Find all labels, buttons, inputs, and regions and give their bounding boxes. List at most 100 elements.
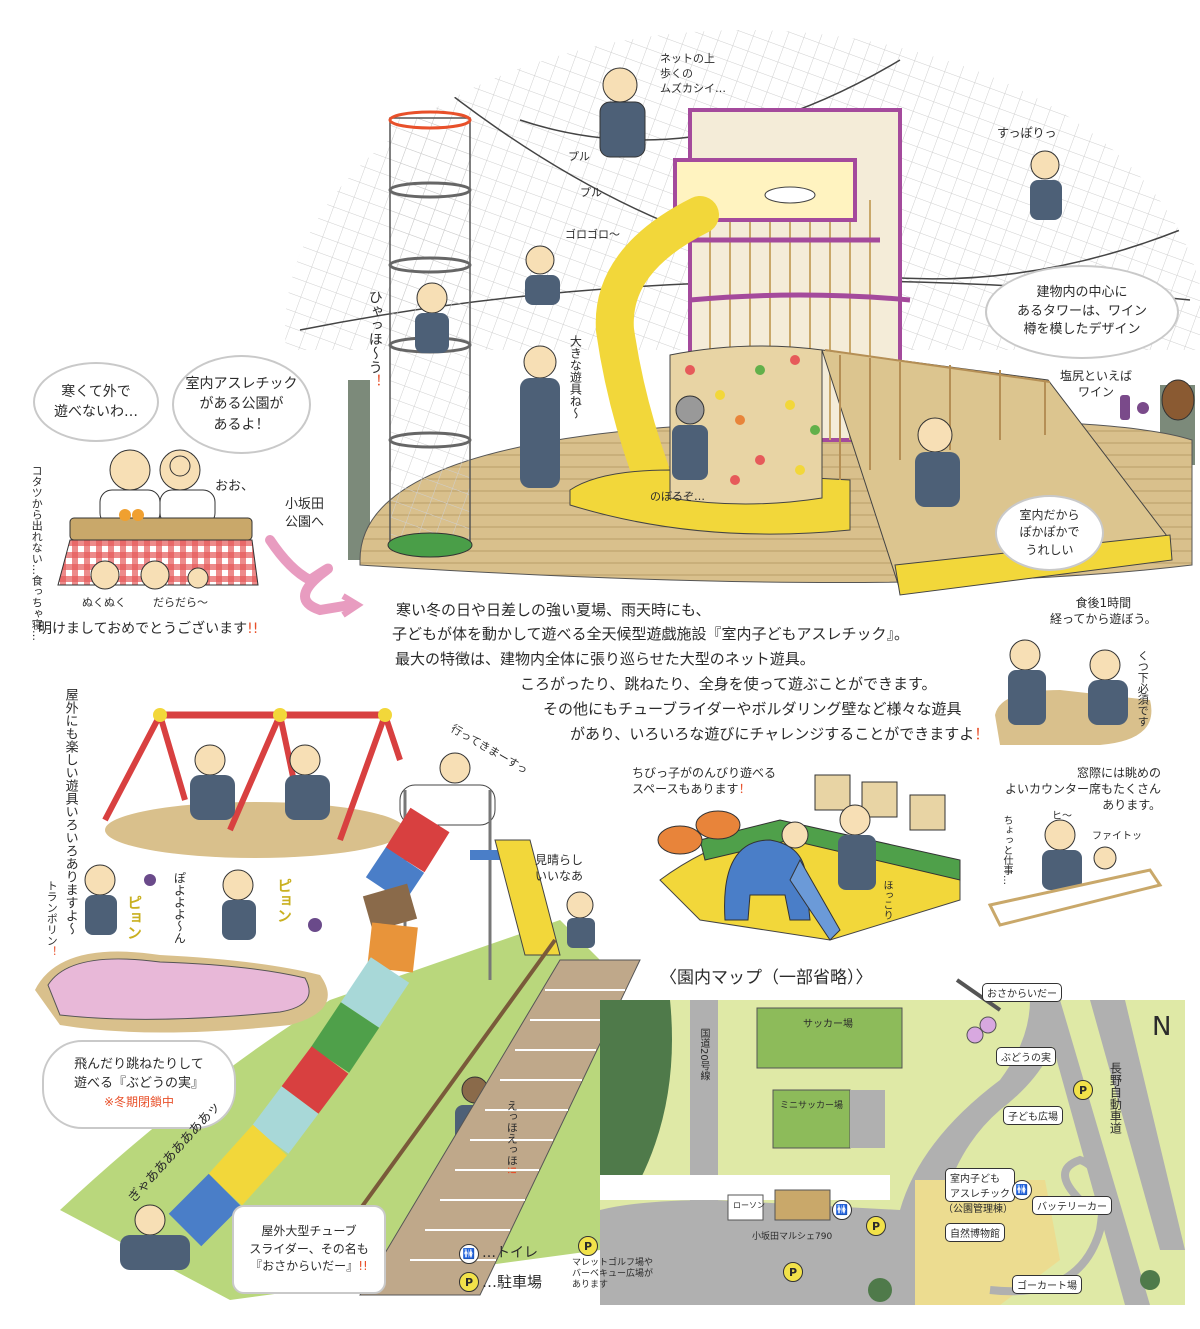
toilet-legend-label: …トイレ bbox=[482, 1245, 538, 1261]
fight-caption: ファイトッ bbox=[1092, 831, 1142, 842]
daradara-caption: だらだら〜 bbox=[153, 596, 208, 609]
wine-decoration-icon bbox=[1120, 379, 1195, 421]
exclamation-mark: ！ bbox=[738, 782, 751, 797]
parking-icon: P bbox=[459, 1272, 479, 1292]
description-line: 子どもが体を動かして遊べる全天候型遊戯施設『室内子どもアスレチック』。 bbox=[392, 625, 910, 643]
map-label-battery-car: バッテリーカー bbox=[1032, 1196, 1112, 1215]
map-label-marche: 小坂田マルシェ790 bbox=[752, 1232, 833, 1242]
description-line: 最大の特徴は、建物内全体に張り巡らせた大型のネット遊具。 bbox=[395, 650, 815, 668]
after-meal-caption: 食後1時間 経ってから遊ぼう。 bbox=[1050, 596, 1157, 627]
counter-table bbox=[987, 868, 1163, 927]
noboru-caption: のぼるぞ… bbox=[650, 490, 705, 503]
speech-bubble-slider: 屋外大型チューブ スライダー、その名も 『おさからいだー』!! bbox=[232, 1205, 386, 1294]
speech-bubble-warm: 室内だから ぽかぽかで うれしい bbox=[995, 495, 1104, 571]
socks-caption: くつ下必須です bbox=[1136, 650, 1150, 727]
kids-corner bbox=[657, 774, 961, 941]
kids-space-text: ちびっ子がのんびり遊べる スペースもあります bbox=[632, 766, 777, 797]
big-equipment-caption: 大きな遊具ね〜 bbox=[568, 335, 583, 419]
map-label-gokart: ゴーカート場 bbox=[1012, 1275, 1082, 1294]
hokkori-caption: ほっこり bbox=[881, 880, 892, 920]
gorogoro-sfx: ゴロゴロ〜 bbox=[565, 228, 620, 241]
exclamation-mark: !! bbox=[505, 1166, 519, 1175]
toilet-icon: 🚻 bbox=[1012, 1180, 1032, 1200]
hyahho-sfx: ひゃっほ〜う！ bbox=[366, 290, 383, 388]
description-line: ころがったり、跳ねたり、全身を使って遊ぶことができます。 bbox=[520, 675, 937, 693]
north-arrow-icon: N bbox=[1152, 1012, 1172, 1042]
counter-seat-caption: 窓際には眺めの よいカウンター席もたくさん あります。 bbox=[1005, 766, 1162, 813]
eho-text: えっほえっほ bbox=[505, 1100, 519, 1166]
to-park-caption: 小坂田 公園へ bbox=[285, 497, 325, 530]
trampoline-text: トランポリン bbox=[45, 880, 59, 946]
map-label-expressway: 長野自動車道 bbox=[1108, 1062, 1123, 1134]
map-label-soccer: サッカー場 bbox=[803, 1019, 853, 1030]
map-label-osakaraider: おさからいだー bbox=[982, 983, 1062, 1002]
nukunuku-caption: ぬくぬく bbox=[82, 596, 126, 609]
swing-set bbox=[102, 708, 405, 858]
trampoline-budou bbox=[35, 951, 328, 1033]
exclamation-mark: ！ bbox=[45, 946, 59, 957]
speech-bubble-budou: 飛んだり跳ねたりして 遊べる『ぶどうの実』※冬期閉鎖中 bbox=[42, 1040, 236, 1129]
grape-icon bbox=[144, 874, 322, 932]
speech-bubble-cold: 寒くて外で 遊べないわ… bbox=[33, 362, 159, 442]
pink-arrow-icon bbox=[265, 535, 355, 616]
puru-sfx: プル bbox=[580, 186, 602, 199]
work-caption: ちょっと仕事… bbox=[1001, 815, 1012, 885]
exclamation-mark: ！ bbox=[974, 725, 990, 743]
exclamation-mark: !! bbox=[247, 621, 259, 637]
description-line: があり、いろいろな遊びにチャレンジすることができますよ！ bbox=[570, 722, 989, 746]
description-line: その他にもチューブライダーやボルダリング壁など様々な遊具 bbox=[543, 700, 962, 718]
map-label-budou: ぶどうの実 bbox=[996, 1047, 1056, 1066]
map-label-kids-plaza: 子ども広場 bbox=[1003, 1106, 1063, 1125]
new-year-greeting: 明けましておめでとうございます!! bbox=[38, 620, 258, 639]
map-label-mallet-golf: マレットゴルフ場や バーベキュー広場が あります bbox=[572, 1258, 654, 1290]
budou-text: 飛んだり跳ねたりして 遊べる『ぶどうの実』 bbox=[73, 1057, 204, 1092]
dad-reaction: おお、 bbox=[215, 479, 255, 494]
map-label-museum: 自然博物館 bbox=[945, 1223, 1005, 1242]
map-label-indoor-athletic: 室内子ども アスレチック bbox=[945, 1168, 1015, 1202]
map-label-route20: 国道20号線 bbox=[698, 1028, 709, 1081]
map-label-management: （公園管理棟） bbox=[943, 1204, 1013, 1215]
eho-sfx: えっほえっほ!! bbox=[505, 1100, 518, 1175]
parking-icon: P bbox=[1073, 1080, 1093, 1100]
yellow-tube-slide bbox=[595, 196, 719, 489]
parking-icon: P bbox=[783, 1262, 803, 1282]
wall-panel bbox=[348, 380, 370, 560]
slider-text: 屋外大型チューブ スライダー、その名も 『おさからいだー』 bbox=[249, 1224, 369, 1274]
parking-icon: P bbox=[578, 1236, 598, 1256]
poyoyo-sfx: ぽよよよ〜ん bbox=[172, 872, 187, 944]
map-label-lawson: ローソン bbox=[733, 1201, 765, 1210]
pyon-sfx: ピョン bbox=[275, 878, 293, 923]
suppori-sfx: すっぽりっ bbox=[997, 126, 1057, 140]
net-walk-caption: ネットの上 歩くの ムズカシイ… bbox=[660, 52, 726, 95]
person-figure bbox=[415, 67, 1062, 507]
outdoor-fun-caption: 屋外にも楽しい遊具いろいろありますよ〜 bbox=[62, 688, 78, 935]
speech-bubble-tower: 建物内の中心に あるタワーは、ワイン 樽を模したデザイン bbox=[985, 265, 1179, 359]
toilet-icon: 🚻 bbox=[459, 1244, 479, 1264]
park-map bbox=[600, 978, 1185, 1305]
speech-bubble-athletic-park: 室内アスレチック がある公園が あるよ！ bbox=[172, 355, 311, 454]
puru-sfx: プル bbox=[568, 150, 590, 163]
parking-legend-label: …駐車場 bbox=[482, 1273, 543, 1291]
map-label-mini-soccer: ミニサッカー場 bbox=[780, 1101, 844, 1111]
deck-railing bbox=[824, 349, 1051, 480]
tube-slider-osakaraider bbox=[168, 807, 450, 1247]
pyon-sfx: ピョン bbox=[125, 895, 143, 940]
parking-icon: P bbox=[866, 1216, 886, 1236]
map-title: 〈園内マップ（一部省略）〉 bbox=[660, 968, 873, 988]
view-caption: 見晴らし いいなあ bbox=[535, 853, 584, 884]
hyahho-text: ひゃっほ〜う bbox=[366, 290, 383, 374]
exclamation-mark: !! bbox=[358, 1259, 368, 1274]
description-line: 寒い冬の日や日差しの強い夏場、雨天時にも、 bbox=[396, 601, 711, 619]
kotatsu-scene bbox=[57, 449, 259, 590]
net-climbing-tube bbox=[387, 110, 473, 558]
kids-space-caption: ちびっ子がのんびり遊べる スペースもあります！ bbox=[632, 765, 776, 797]
toilet-icon: 🚻 bbox=[832, 1200, 852, 1220]
person-figure bbox=[1008, 639, 1128, 890]
shiojiri-wine-caption: 塩尻といえば ワイン bbox=[1060, 369, 1133, 400]
exclamation-mark: ！ bbox=[366, 374, 383, 388]
greeting-text: 明けましておめでとうございます bbox=[38, 621, 248, 637]
description-text: があり、いろいろな遊びにチャレンジすることができますよ bbox=[570, 725, 975, 743]
stairs bbox=[343, 938, 641, 1296]
trampoline-caption: トランポリン！ bbox=[45, 880, 58, 957]
